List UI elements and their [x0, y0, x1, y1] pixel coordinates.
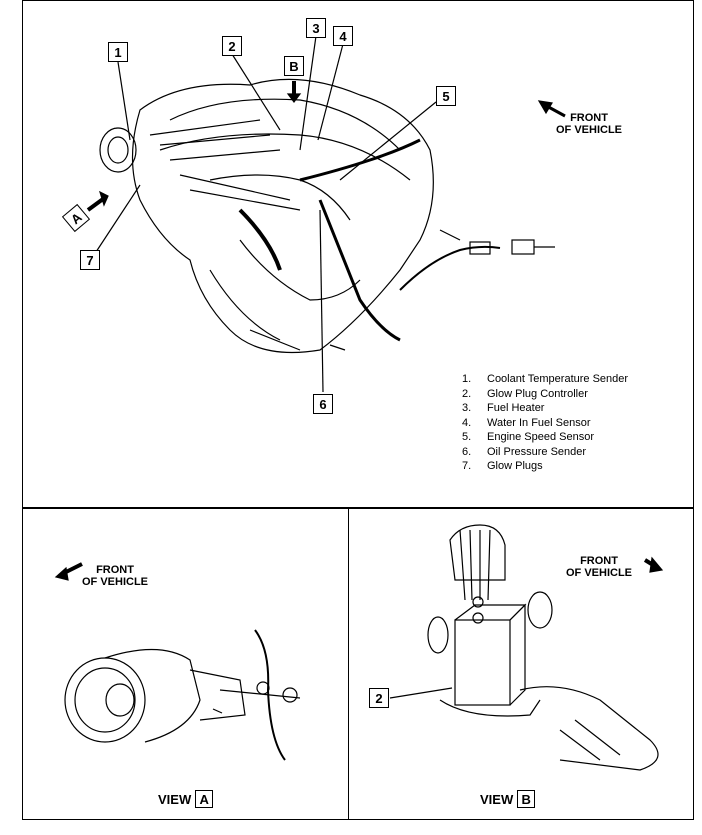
front-label-line2: OF VEHICLE — [82, 576, 149, 588]
callout-7: 7 — [80, 250, 100, 270]
view-b-callout-2: 2 — [369, 688, 389, 708]
legend-label: Oil Pressure Sender — [487, 445, 587, 458]
legend-label: Glow Plugs — [487, 460, 543, 472]
legend-number: 1. — [462, 373, 472, 385]
callout-4: 4 — [333, 26, 353, 46]
callout-1: 1 — [108, 42, 128, 62]
front-label-line1: FRONT — [580, 555, 618, 567]
legend-label: Fuel Heater — [487, 402, 545, 414]
view-a-front-label: FRONT OF VEHICLE — [82, 564, 148, 588]
callout-3: 3 — [306, 18, 326, 38]
legend-item: 4. Water In Fuel Sensor — [462, 416, 628, 431]
legend-number: 3. — [462, 402, 472, 414]
legend-label: Coolant Temperature Sender — [487, 373, 629, 385]
front-label-line2: OF VEHICLE — [566, 567, 633, 579]
legend-number: 5. — [462, 431, 472, 443]
front-of-vehicle-label: FRONT OF VEHICLE — [556, 112, 622, 136]
front-label-line1: FRONT — [570, 112, 608, 124]
callout-6: 6 — [313, 394, 333, 414]
legend-label: Engine Speed Sensor — [487, 431, 595, 443]
callout-2: 2 — [222, 36, 242, 56]
legend-number: 6. — [462, 445, 472, 458]
legend-item: 1. Coolant Temperature Sender — [462, 372, 628, 387]
legend-item: 6. Oil Pressure Sender — [462, 445, 628, 460]
legend-label: Glow Plug Controller — [487, 387, 588, 400]
view-b-panel — [348, 508, 694, 820]
view-b-caption: VIEW B — [480, 790, 536, 808]
view-letter-box: B — [517, 790, 536, 808]
view-word: VIEW — [480, 791, 514, 807]
legend-number: 4. — [462, 416, 472, 429]
view-b-front-label: FRONT OF VEHICLE — [566, 555, 632, 579]
view-a-panel — [22, 508, 349, 820]
view-letter-box: A — [195, 790, 214, 808]
component-legend: 1. Coolant Temperature Sender 2. Glow Plug… — [462, 372, 628, 474]
legend-number: 2. — [462, 387, 472, 400]
legend-item: 2. Glow Plug Controller — [462, 387, 628, 402]
legend-item: 3. Fuel Heater — [462, 401, 628, 416]
engine-overview-panel — [22, 0, 694, 508]
front-label-line1: FRONT — [96, 564, 134, 576]
callout-5: 5 — [436, 86, 456, 106]
view-word: VIEW — [158, 791, 192, 807]
legend-item: 5. Engine Speed Sensor — [462, 430, 628, 445]
view-a-caption: VIEW A — [158, 790, 214, 808]
view-b-marker: B — [284, 56, 304, 76]
legend-number: 7. — [462, 460, 472, 472]
legend-item: 7. Glow Plugs — [462, 459, 628, 474]
front-label-line2: OF VEHICLE — [556, 124, 623, 136]
legend-label: Water In Fuel Sensor — [487, 416, 591, 429]
